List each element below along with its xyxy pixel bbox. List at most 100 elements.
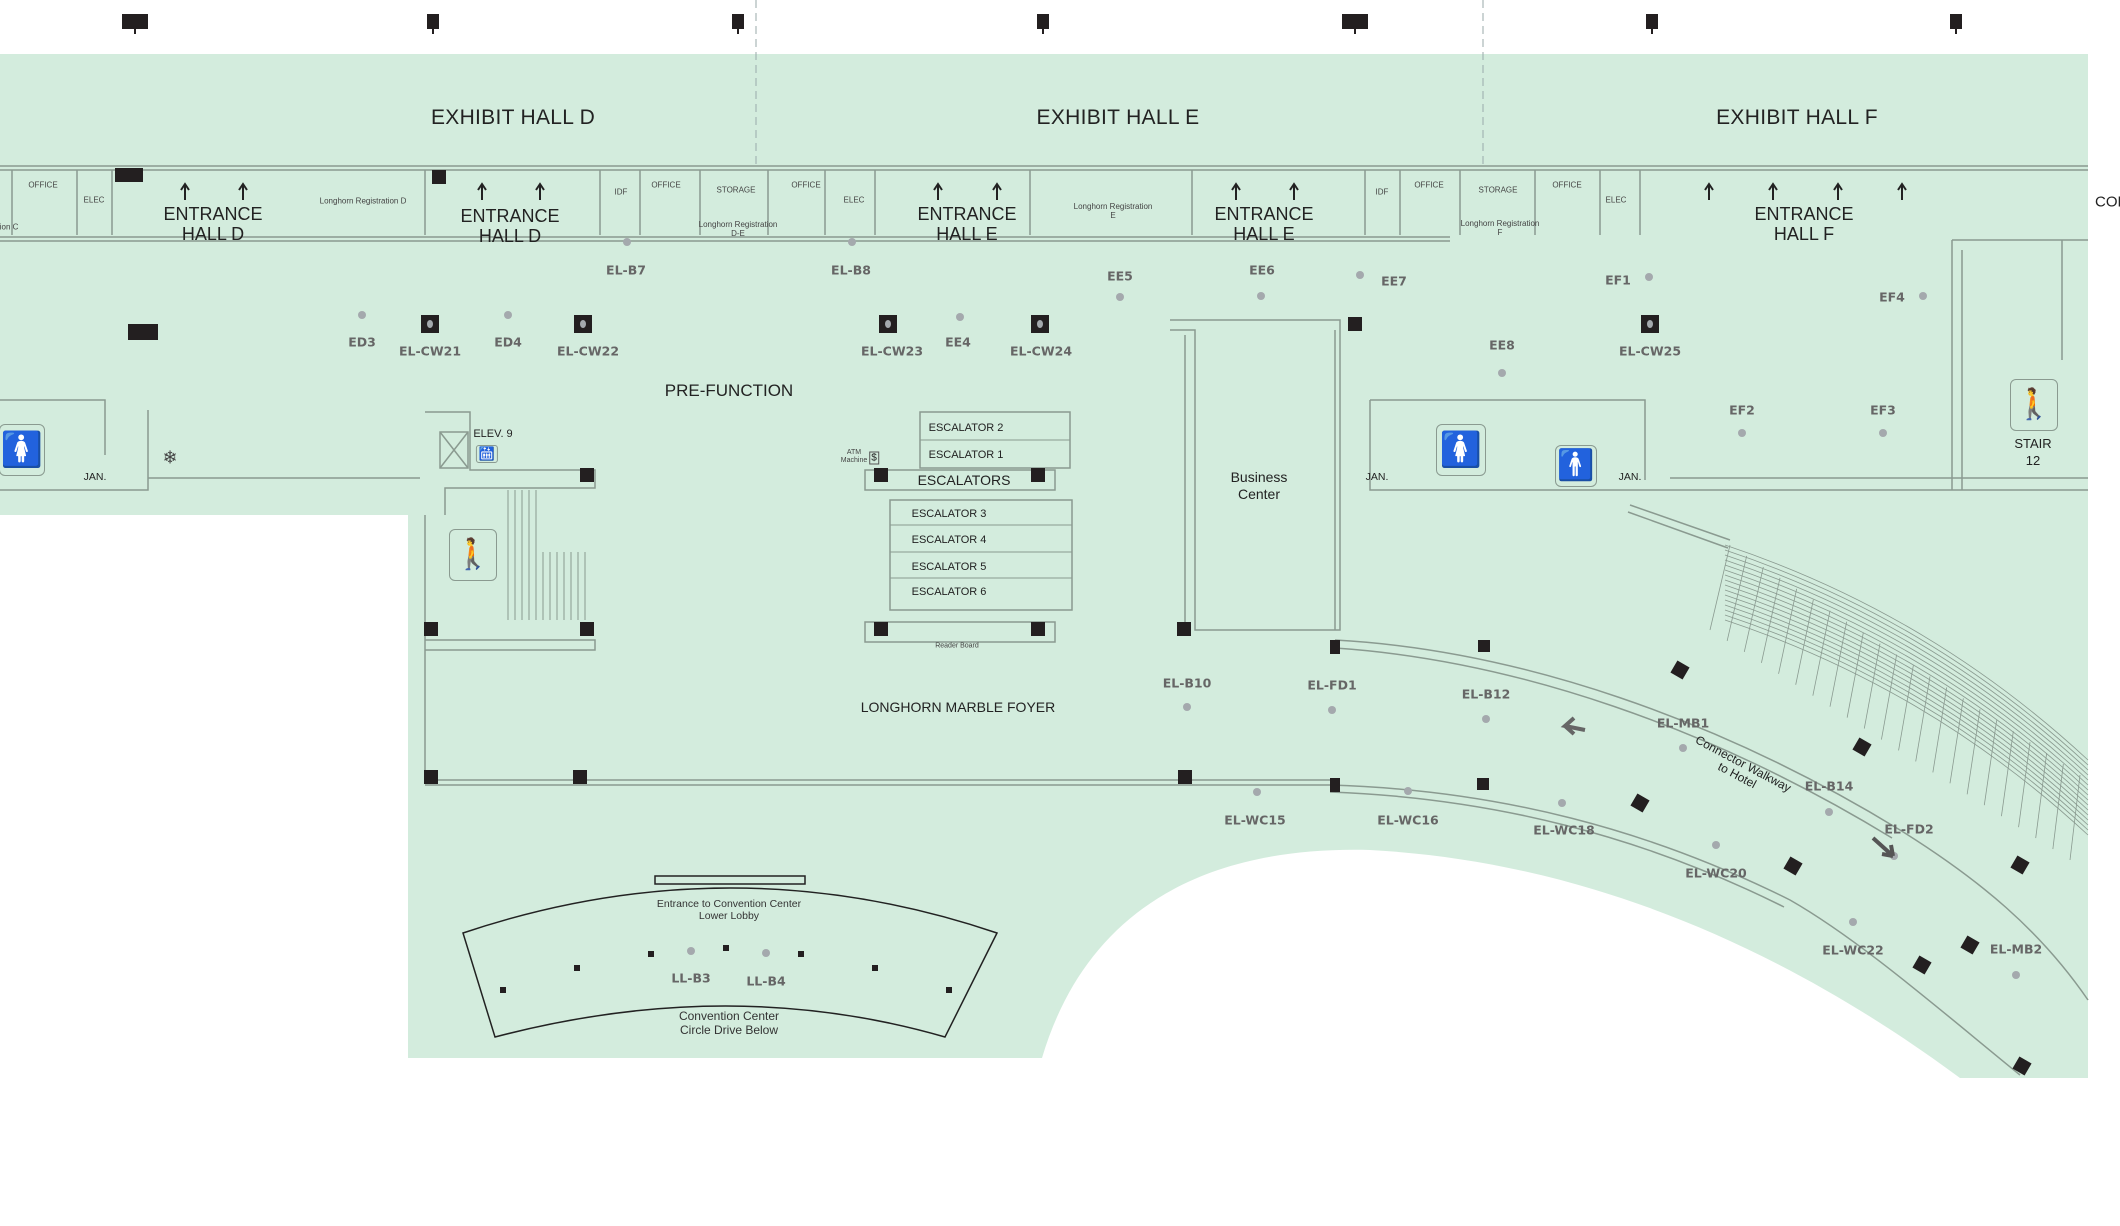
room-office: OFFICE xyxy=(791,180,821,190)
fixture-label-el-cw24[interactable]: EL-CW24 xyxy=(1009,343,1073,359)
entrance-arrow-icon xyxy=(1833,182,1843,200)
fixture-label-el-cw21[interactable]: EL-CW21 xyxy=(398,343,462,359)
elevator-icon: 🛗 xyxy=(475,445,499,463)
structural-column xyxy=(424,770,438,784)
fixture-dot-ee8[interactable] xyxy=(1498,369,1506,377)
fixture-label-ef1[interactable]: EF1 xyxy=(1605,272,1631,288)
structural-column xyxy=(128,324,158,340)
exhibit-hall-d-label: EXHIBIT HALL D xyxy=(430,106,596,129)
fixture-dot-ef1[interactable] xyxy=(1645,273,1653,281)
entrance-arrow-icon xyxy=(1897,182,1907,200)
escalators-label: ESCALATORS xyxy=(917,472,1011,488)
fixture-dot-ef4[interactable] xyxy=(1919,292,1927,300)
fixture-label-ll-b4[interactable]: LL-B4 xyxy=(746,973,786,989)
fixture-dot-el-b12[interactable] xyxy=(1482,715,1490,723)
fixture-dot-el-b10[interactable] xyxy=(1183,703,1191,711)
fixture-dot-el-wc20[interactable] xyxy=(1712,841,1720,849)
fixture-label-ef4[interactable]: EF4 xyxy=(1879,289,1905,305)
fixture-dot-ee7[interactable] xyxy=(1356,271,1364,279)
lobby-column xyxy=(798,951,804,957)
fixture-dot-el-mb1[interactable] xyxy=(1679,744,1687,752)
fixture-label-ee7[interactable]: EE7 xyxy=(1381,273,1407,289)
fixture-label-el-cw25[interactable]: EL-CW25 xyxy=(1618,343,1682,359)
fixture-label-el-mb2[interactable]: EL-MB2 xyxy=(1989,941,2043,957)
fixture-label-ed3[interactable]: ED3 xyxy=(348,334,376,350)
fixture-label-el-b10[interactable]: EL-B10 xyxy=(1162,675,1212,691)
escalator-3-label: ESCALATOR 3 xyxy=(911,508,987,520)
structural-column xyxy=(580,622,594,636)
fixture-dot-ef2[interactable] xyxy=(1738,429,1746,437)
fixture-dot-el-b14[interactable] xyxy=(1825,808,1833,816)
fixture-dot-el-cw25[interactable] xyxy=(1647,320,1653,328)
entrance-arrow-icon xyxy=(1704,182,1714,200)
fixture-dot-ll-b4[interactable] xyxy=(762,949,770,957)
hall-column-marker xyxy=(1950,14,1962,34)
fixture-dot-ef3[interactable] xyxy=(1879,429,1887,437)
fixture-dot-el-wc22[interactable] xyxy=(1849,918,1857,926)
fixture-label-el-cw22[interactable]: EL-CW22 xyxy=(556,343,620,359)
fixture-label-el-b7[interactable]: EL-B7 xyxy=(606,262,646,278)
structural-column xyxy=(1783,856,1803,876)
fixture-label-el-wc22[interactable]: EL-WC22 xyxy=(1822,942,1884,958)
fixture-label-ee6[interactable]: EE6 xyxy=(1249,262,1275,278)
fixture-label-el-b14[interactable]: EL-B14 xyxy=(1804,778,1854,794)
room-office: OFFICE xyxy=(28,180,58,190)
fixture-label-el-wc18[interactable]: EL-WC18 xyxy=(1533,822,1595,838)
entrance-arrow-icon xyxy=(477,182,487,200)
fixture-label-el-wc20[interactable]: EL-WC20 xyxy=(1685,865,1747,881)
fixture-dot-ll-b3[interactable] xyxy=(687,947,695,955)
foyer-label: LONGHORN MARBLE FOYER xyxy=(860,699,1056,715)
fixture-dot-el-wc18[interactable] xyxy=(1558,799,1566,807)
fixture-label-ee4[interactable]: EE4 xyxy=(945,334,971,350)
structural-column xyxy=(1031,468,1045,482)
structural-column xyxy=(115,168,143,182)
fixture-label-el-b8[interactable]: EL-B8 xyxy=(831,262,871,278)
fixture-label-el-cw23[interactable]: EL-CW23 xyxy=(860,343,924,359)
fixture-dot-el-wc16[interactable] xyxy=(1404,787,1412,795)
fixture-dot-ee6[interactable] xyxy=(1257,292,1265,300)
fixture-label-ef2[interactable]: EF2 xyxy=(1729,402,1755,418)
fixture-dot-el-cw24[interactable] xyxy=(1037,320,1043,328)
entrance-arrow-icon xyxy=(1289,182,1299,200)
fixture-label-ee8[interactable]: EE8 xyxy=(1489,337,1515,353)
fixture-label-ll-b3[interactable]: LL-B3 xyxy=(671,970,711,986)
fixture-label-el-b12[interactable]: EL-B12 xyxy=(1461,686,1511,702)
lobby-column xyxy=(723,945,729,951)
fixture-dot-el-b7[interactable] xyxy=(623,238,631,246)
fixture-dot-el-mb2[interactable] xyxy=(2012,971,2020,979)
fixture-dot-ee4[interactable] xyxy=(956,313,964,321)
structural-column xyxy=(874,622,888,636)
fixture-label-ee5[interactable]: EE5 xyxy=(1107,268,1133,284)
fixture-label-ed4[interactable]: ED4 xyxy=(494,334,522,350)
structural-column xyxy=(580,468,594,482)
lobby-column xyxy=(574,965,580,971)
fixture-label-el-mb1[interactable]: EL-MB1 xyxy=(1656,715,1710,731)
fixture-dot-ee5[interactable] xyxy=(1116,293,1124,301)
fixture-dot-el-b8[interactable] xyxy=(848,238,856,246)
fixture-label-el-wc16[interactable]: EL-WC16 xyxy=(1377,812,1439,828)
fixture-dot-ed3[interactable] xyxy=(358,311,366,319)
fixture-label-el-fd2[interactable]: EL-FD2 xyxy=(1884,821,1934,837)
fixture-dot-el-cw23[interactable] xyxy=(885,320,891,328)
fixture-dot-ed4[interactable] xyxy=(504,311,512,319)
fixture-dot-el-cw22[interactable] xyxy=(580,320,586,328)
fixture-label-el-wc15[interactable]: EL-WC15 xyxy=(1224,812,1286,828)
fixture-dot-el-wc15[interactable] xyxy=(1253,788,1261,796)
hall-column-marker xyxy=(1037,14,1049,34)
fixture-label-ef3[interactable]: EF3 xyxy=(1870,402,1896,418)
fixture-label-el-fd1[interactable]: EL-FD1 xyxy=(1307,677,1357,693)
fixture-dot-el-fd1[interactable] xyxy=(1328,706,1336,714)
fixture-dot-el-cw21[interactable] xyxy=(427,320,433,328)
janitor-label: JAN. xyxy=(83,471,107,483)
room-idf: IDF xyxy=(1375,187,1389,197)
